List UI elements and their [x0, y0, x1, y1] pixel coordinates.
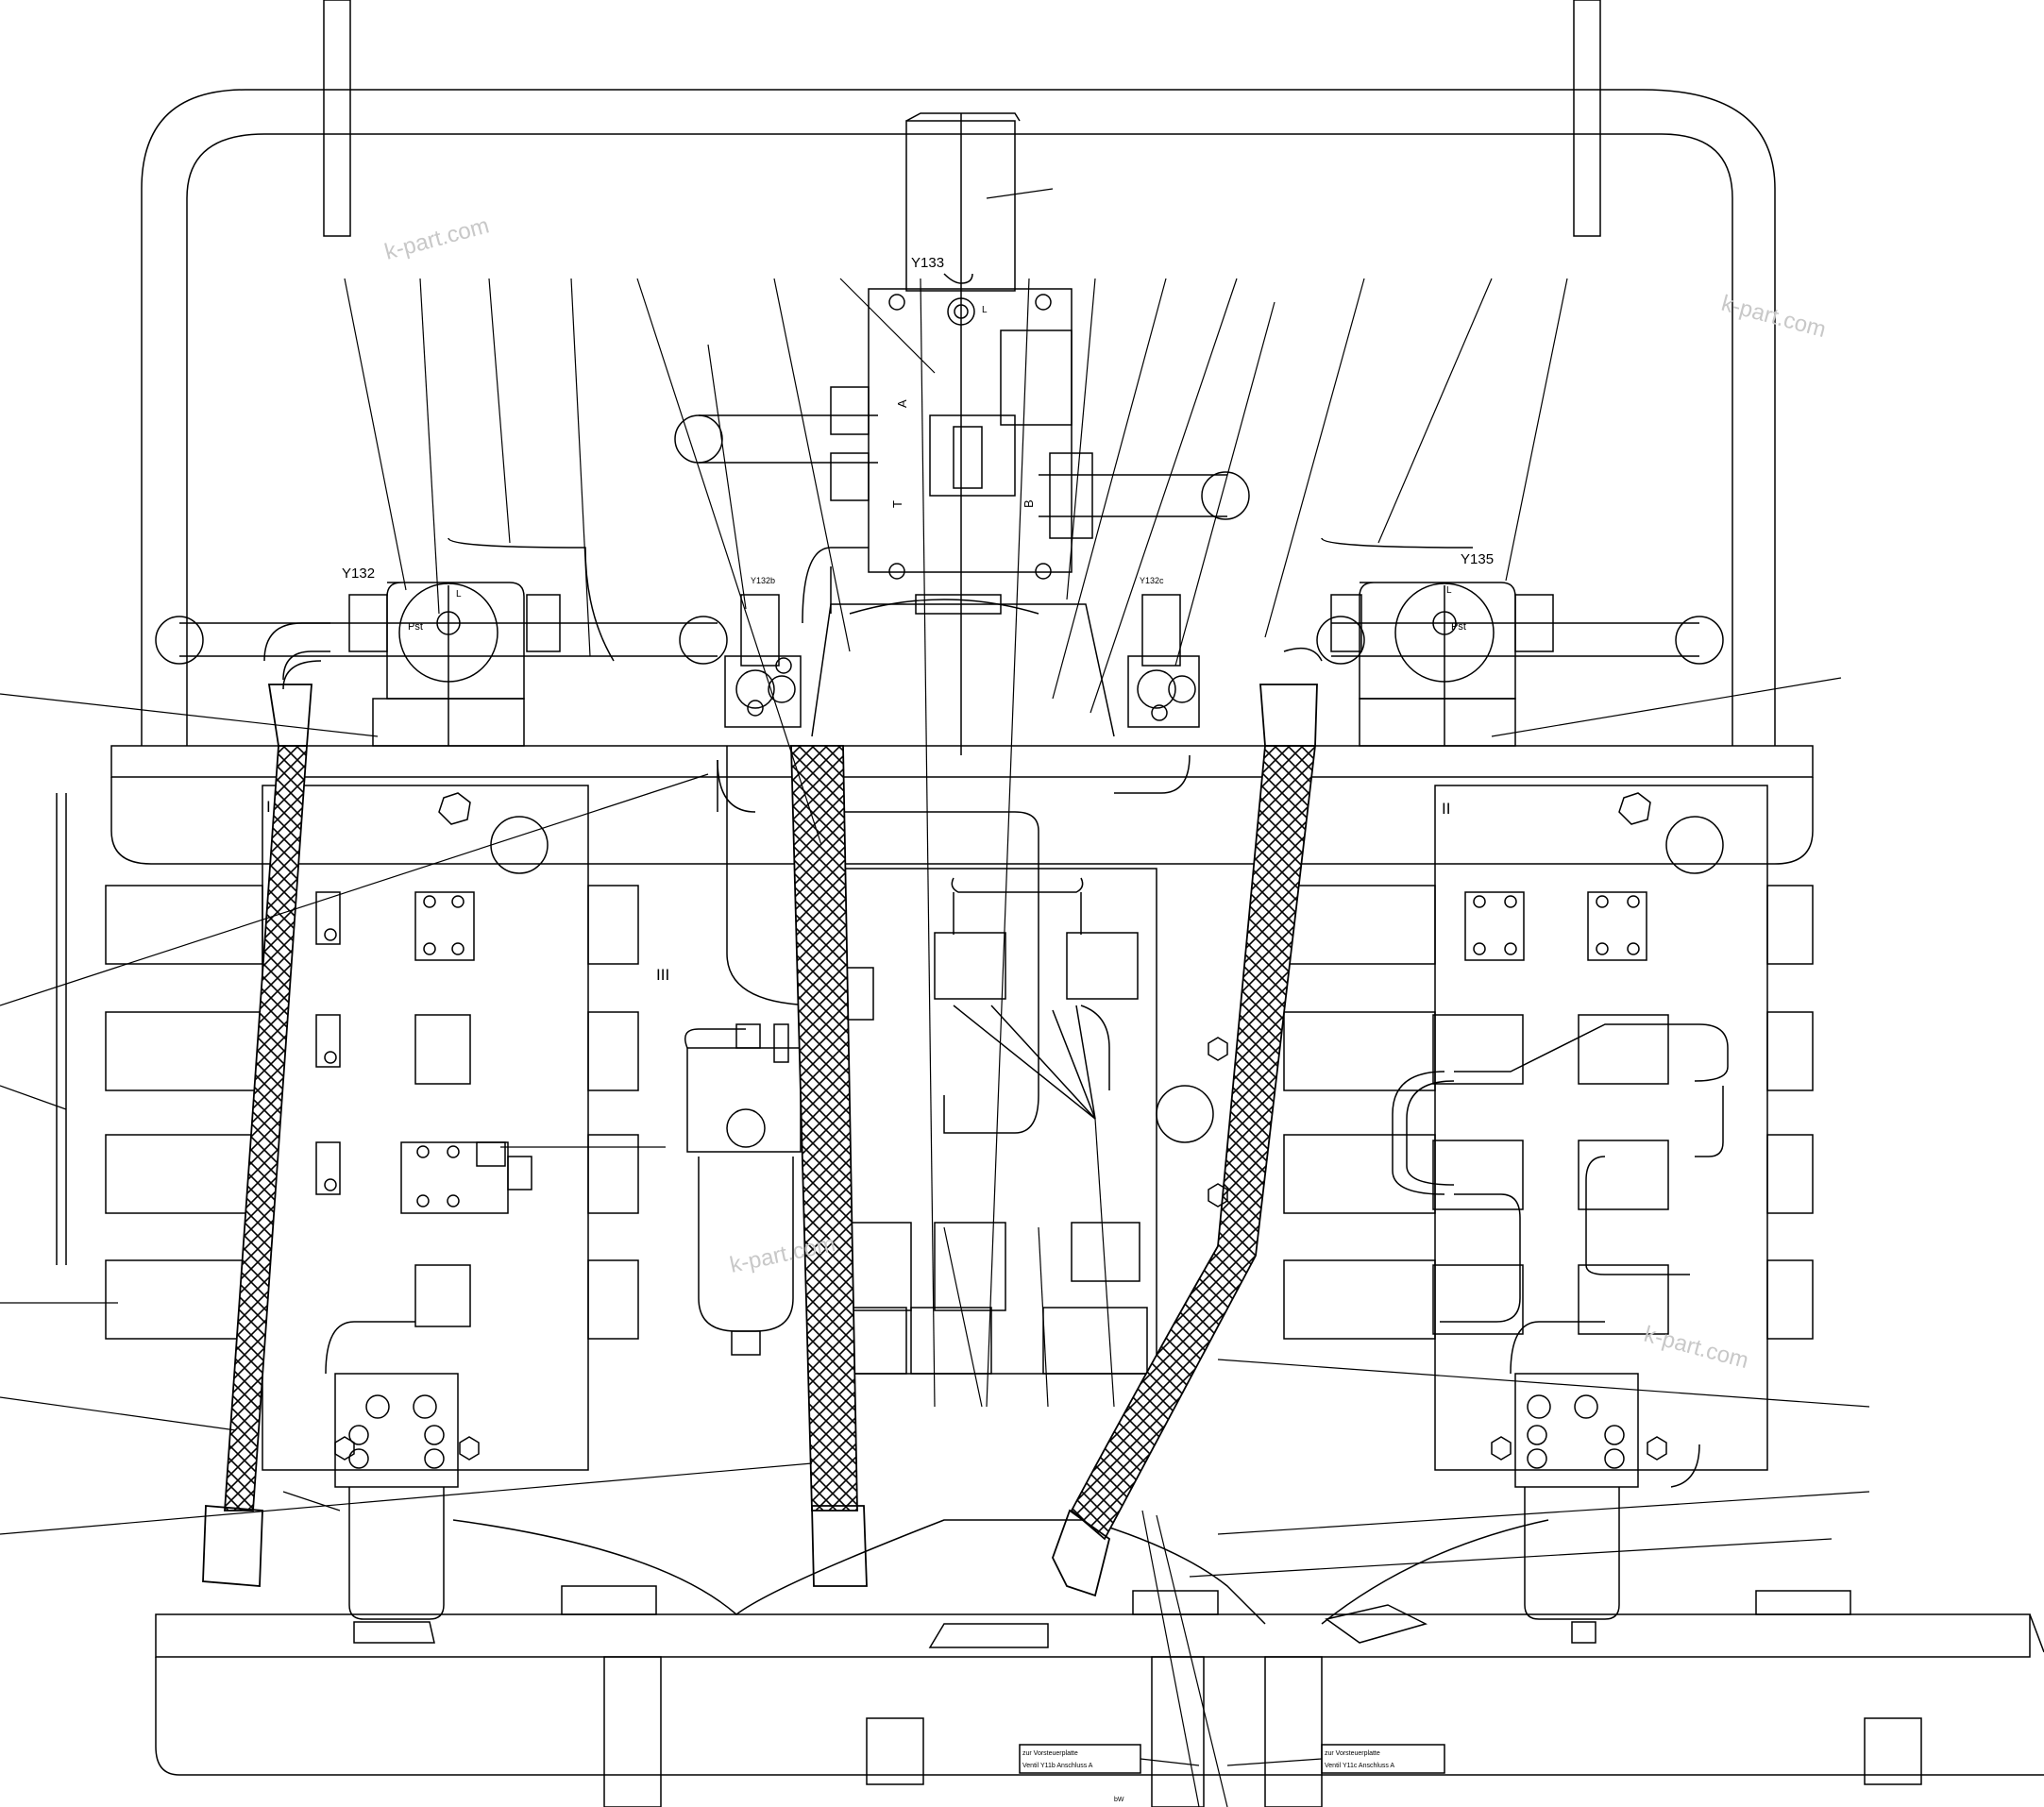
base-plate — [110, 745, 1814, 865]
lower-left-module — [325, 1321, 459, 1644]
label-y132b: Y132b — [751, 576, 775, 585]
note-left-line1: zur Vorsteuerplatte — [1022, 1750, 1078, 1757]
lower-right-module — [1510, 1321, 1639, 1644]
center-pump-y133 — [811, 112, 1115, 755]
label-bottom-mark: bW — [1114, 1797, 1124, 1803]
filter-unit — [684, 1023, 802, 1356]
watermarks: k-part.com k-part.com k-part.com k-part.… — [382, 212, 1829, 1374]
braided-hoses — [202, 684, 1318, 1597]
hose-left — [224, 745, 308, 1511]
label-port-l-center: L — [982, 305, 988, 315]
label-block-ii: II — [1442, 800, 1450, 818]
label-block-iii: III — [656, 966, 669, 984]
label-y132c: Y132c — [1140, 576, 1164, 585]
note-left-line2: Ventil Y11b Anschluss A — [1022, 1763, 1093, 1769]
label-y133: Y133 — [911, 255, 944, 271]
routing-notes: zur Vorsteuerplatte Ventil Y11b Anschlus… — [1022, 1750, 1394, 1769]
small-valve-y132c — [1127, 594, 1200, 728]
label-block-i: I — [266, 798, 271, 816]
watermark-1: k-part.com — [382, 212, 492, 264]
label-pst-left: Pst — [408, 621, 423, 633]
note-right-line1: zur Vorsteuerplatte — [1325, 1750, 1380, 1757]
label-y135: Y135 — [1461, 551, 1494, 567]
leader-lines — [0, 188, 1870, 1807]
valve-block-ii — [1283, 785, 1814, 1471]
label-port-t: T — [890, 500, 904, 508]
label-y132: Y132 — [342, 566, 375, 582]
label-port-b: B — [1022, 499, 1036, 508]
label-pst-right: Pst — [1451, 621, 1466, 633]
component-labels: Y132 Y133 Y135 Y132b Y132c Pst Pst L L L… — [266, 255, 1494, 1803]
watermark-2: k-part.com — [1718, 291, 1828, 343]
horizontal-rails — [155, 414, 1724, 665]
label-port-l-right: L — [1446, 585, 1452, 596]
small-valve-y132b — [724, 594, 802, 728]
top-frame — [141, 0, 1776, 746]
watermark-4: k-part.com — [1641, 1322, 1750, 1374]
label-port-l-left: L — [456, 589, 462, 600]
fasteners — [334, 1037, 1667, 1461]
note-right-line2: Ventil Y11c Anschluss A — [1325, 1763, 1394, 1769]
label-port-a: A — [895, 399, 909, 408]
hose-center — [790, 745, 858, 1511]
bottom-rail — [155, 1585, 2044, 1807]
right-pump-y135 — [1330, 582, 1554, 747]
center-block-iii — [717, 746, 1157, 1375]
valve-block-i — [105, 785, 639, 1471]
left-pump-y132 — [282, 582, 561, 747]
hose-right — [1070, 745, 1317, 1541]
